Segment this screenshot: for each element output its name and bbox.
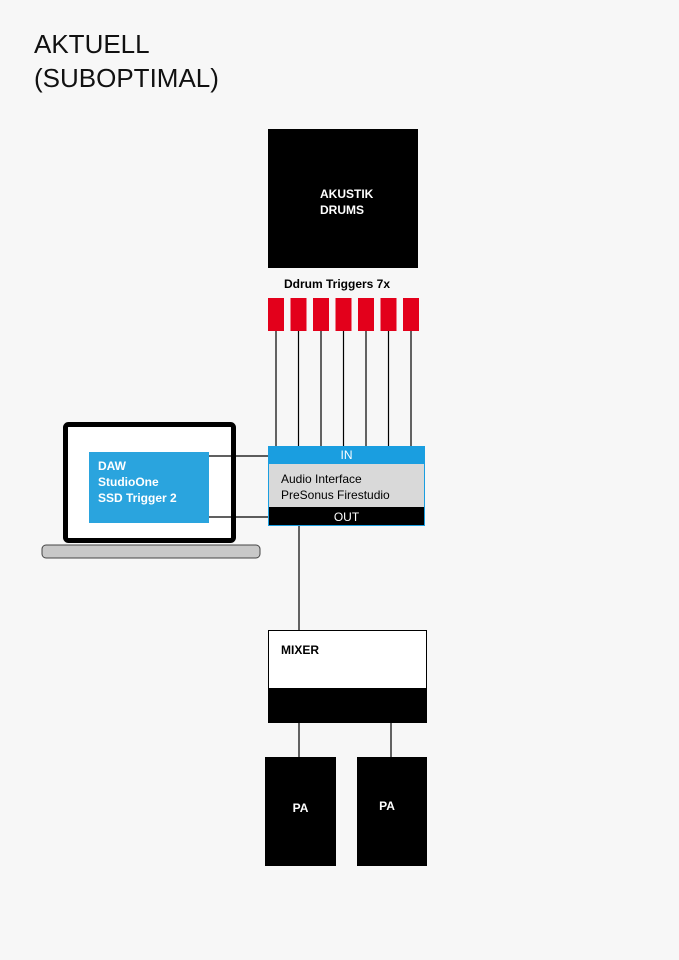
laptop-daw-line-1: DAW	[98, 459, 126, 473]
audio-interface-in-bar	[268, 446, 425, 464]
audio-interface-body	[268, 464, 425, 507]
diagram-title: AKTUELL (SUBOPTIMAL)	[34, 27, 219, 95]
trigger-pad	[268, 298, 284, 331]
trigger-wires	[275, 331, 412, 446]
audio-interface-border	[268, 446, 425, 526]
pa-speaker-right	[357, 757, 427, 866]
triggers-label: Ddrum Triggers 7x	[284, 277, 391, 291]
mixer-bottom	[268, 688, 427, 723]
laptop-daw-line-2: StudioOne	[98, 475, 159, 489]
interface-in-label: IN	[340, 448, 353, 462]
pa-left-label: PA	[292, 801, 309, 815]
title-line-2: (SUBOPTIMAL)	[34, 63, 219, 93]
pa-speaker-left	[265, 757, 336, 866]
interface-name-label: Audio Interface PreSonus Firestudio	[281, 471, 390, 503]
trigger-pads	[268, 298, 419, 331]
drums-label: AKUSTIK DRUMS	[320, 186, 373, 218]
pa-right-label: PA	[379, 799, 395, 813]
laptop-daw-line-3: SSD Trigger 2	[98, 491, 177, 505]
drums-label-line-1: AKUSTIK	[320, 187, 374, 201]
trigger-pad	[403, 298, 419, 331]
trigger-pad	[380, 298, 397, 331]
trigger-pad	[358, 298, 374, 331]
drums-label-line-2: DRUMS	[320, 203, 364, 217]
laptop-daw-label: DAW StudioOne SSD Trigger 2	[98, 458, 177, 506]
mixer-top	[268, 630, 427, 689]
trigger-pad	[290, 298, 307, 331]
trigger-pad	[313, 298, 329, 331]
title-line-1: AKTUELL	[34, 29, 150, 59]
laptop-base	[41, 544, 261, 559]
interface-out-label: OUT	[333, 510, 360, 524]
acoustic-drums-box	[268, 129, 418, 268]
laptop-display-panel	[89, 452, 209, 523]
interface-name-line-1: Audio Interface	[281, 472, 362, 486]
interface-name-line-2: PreSonus Firestudio	[281, 488, 390, 502]
trigger-pad	[335, 298, 352, 331]
mixer-label: MIXER	[281, 643, 320, 657]
audio-interface-out-bar	[268, 507, 425, 526]
